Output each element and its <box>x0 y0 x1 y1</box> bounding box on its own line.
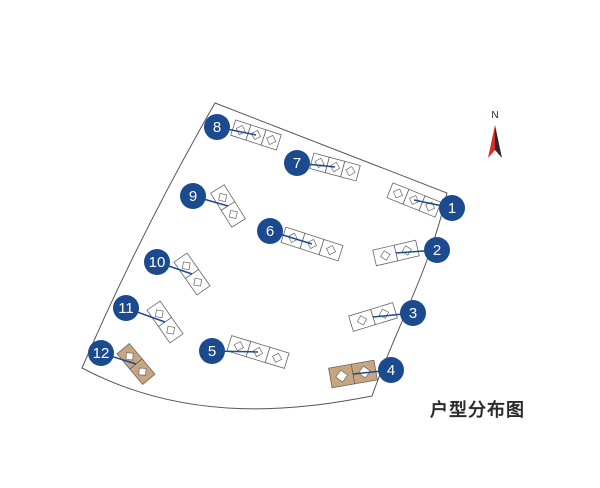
unit-core <box>125 352 134 361</box>
unit-core <box>380 250 391 261</box>
building-number: 8 <box>213 119 221 136</box>
compass-label: N <box>491 110 498 121</box>
unit-core <box>218 193 228 203</box>
marker-circle <box>257 218 283 244</box>
marker-circle <box>204 114 230 140</box>
unit-core <box>228 209 238 219</box>
unit-core <box>154 309 164 319</box>
building-10[interactable] <box>173 252 211 296</box>
building-number: 2 <box>433 242 441 259</box>
building-number: 6 <box>266 223 274 240</box>
building-marker-7[interactable]: 7 <box>284 150 310 176</box>
building-marker-12[interactable]: 12 <box>88 340 114 366</box>
building-marker-2[interactable]: 2 <box>424 237 450 263</box>
building-marker-4[interactable]: 4 <box>378 357 404 383</box>
building-11[interactable] <box>146 300 184 344</box>
marker-circle <box>88 340 114 366</box>
unit-core <box>166 325 176 335</box>
building-marker-5[interactable]: 5 <box>199 338 225 364</box>
building-3[interactable] <box>348 302 398 332</box>
building-number: 3 <box>409 305 417 322</box>
unit-core <box>250 129 262 141</box>
unit-core <box>345 166 356 177</box>
building-marker-9[interactable]: 9 <box>180 183 206 209</box>
building-4[interactable] <box>328 359 378 389</box>
building-8[interactable] <box>230 119 282 151</box>
unit-core <box>138 367 147 376</box>
unit-core <box>266 134 277 145</box>
unit-core <box>181 261 191 271</box>
building-marker-10[interactable]: 10 <box>144 249 170 275</box>
marker-circle <box>284 150 310 176</box>
building-marker-1[interactable]: 1 <box>439 195 465 221</box>
unit-core <box>357 365 371 379</box>
building-number: 4 <box>387 362 395 379</box>
building-number: 1 <box>448 200 456 217</box>
building-marker-6[interactable]: 6 <box>257 218 283 244</box>
building-number: 10 <box>149 254 166 271</box>
unit-core <box>335 369 349 383</box>
marker-circle <box>378 357 404 383</box>
map-title: 户型分布图 <box>430 400 525 421</box>
building-1[interactable] <box>386 182 442 218</box>
building-marker-8[interactable]: 8 <box>204 114 230 140</box>
unit-core <box>193 277 203 287</box>
north-arrow-icon <box>488 125 495 158</box>
building-number: 9 <box>189 188 197 205</box>
unit-core <box>325 245 337 256</box>
compass: N <box>488 110 502 158</box>
marker-circle <box>113 295 139 321</box>
building-marker-3[interactable]: 3 <box>400 300 426 326</box>
marker-circle <box>424 237 450 263</box>
building-marker-11[interactable]: 11 <box>113 295 139 321</box>
marker-circle <box>439 195 465 221</box>
building-number: 11 <box>118 300 134 317</box>
marker-circle <box>400 300 426 326</box>
unit-core <box>356 315 368 326</box>
building-2[interactable] <box>372 239 420 267</box>
marker-circle <box>180 183 206 209</box>
unit-core <box>393 188 403 199</box>
marker-circle <box>199 338 225 364</box>
building-number: 12 <box>93 345 110 362</box>
unit-core <box>233 341 244 352</box>
building-number: 5 <box>208 343 216 360</box>
building-number: 7 <box>293 155 301 172</box>
unit-core <box>272 352 283 363</box>
marker-circle <box>144 249 170 275</box>
